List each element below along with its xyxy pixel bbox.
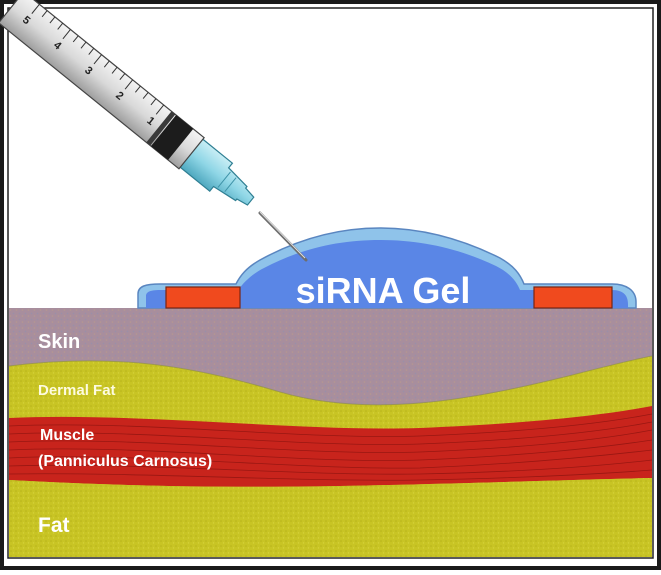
syringe-barrel [0,0,205,170]
fat-label: Fat [38,514,70,537]
needle-hub [177,137,255,206]
muscle-label: Muscle [40,427,94,444]
syringe: 5 4 3 2 1 [0,0,308,262]
muscle-fibers [9,413,652,481]
skin-label: Skin [38,331,80,353]
gel-patch: siRNA Gel [137,227,637,311]
graduation-ticks [31,3,165,115]
left-adhesive-pad [165,286,241,309]
gel-body [146,240,628,308]
needle [258,211,308,262]
panniculus-label: (Panniculus Carnosus) [38,453,212,470]
muscle-layer [9,406,652,487]
gel-label: siRNA Gel [296,270,471,311]
dermal-fat-label: Dermal Fat [38,382,116,399]
fat-layer [9,478,652,557]
plunger-tip [150,115,194,160]
right-adhesive-pad [533,286,613,309]
